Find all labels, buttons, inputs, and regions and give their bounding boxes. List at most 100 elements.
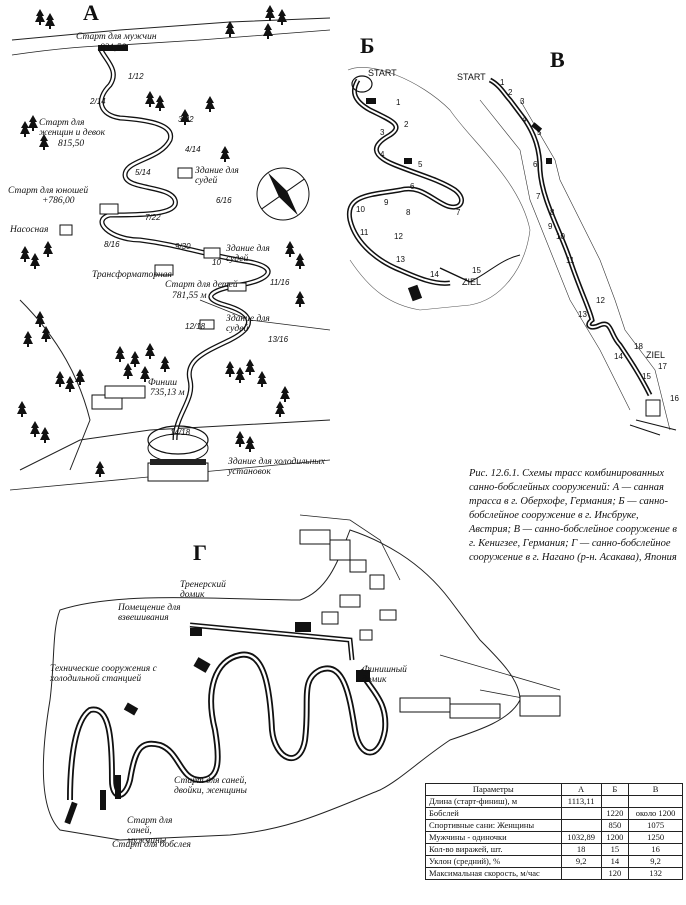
table-cell — [628, 795, 683, 808]
table-cell: 120 — [600, 867, 630, 880]
label-finish-house: Финишный домик — [362, 665, 407, 685]
table-cell: Уклон (средний), % — [425, 855, 562, 868]
curve-b-9: 9 — [384, 198, 389, 207]
curve-b-4: 4 — [380, 150, 385, 159]
panel-g-drawing — [42, 514, 561, 841]
table-cell: Кол-во виражей, шт. — [425, 843, 562, 856]
table-cell — [560, 867, 602, 880]
curve-v-16: 16 — [670, 394, 679, 403]
label-pump: Насосная — [10, 225, 49, 235]
table-row: Кол-во виражей, шт. 18 15 16 — [425, 843, 683, 856]
curve-v-2: 2 — [508, 88, 513, 97]
curve-a-8: 8/16 — [104, 240, 120, 249]
table-row: Бобслей 1220 около 1200 — [425, 807, 683, 820]
table-cell: Мужчины - одиночки — [425, 831, 562, 844]
curve-b-2: 2 — [404, 120, 409, 129]
label-tech-facilities: Технические сооружения с холодильной ста… — [50, 664, 157, 684]
curve-v-1: 1 — [500, 78, 505, 87]
parameters-table: Параметры А Б В Длина (старт-финиш), м 1… — [425, 783, 683, 880]
table-cell: 9,2 — [560, 855, 602, 868]
panel-b-drawing — [346, 67, 531, 311]
table-cell — [600, 795, 630, 808]
curve-a-9: 9/30 — [175, 242, 191, 251]
curve-a-14: 14/18 — [170, 428, 191, 437]
label-start-kids: Старт для детей — [165, 280, 238, 290]
curve-a-4: 4/14 — [185, 145, 201, 154]
curve-a-5: 5/14 — [135, 168, 151, 177]
curve-a-7: 7/22 — [145, 213, 161, 222]
label-start-bobsleigh: Старт для бобслея — [112, 840, 191, 850]
label-weigh-room: Помещение для взвешивания — [118, 603, 181, 623]
table-cell: 18 — [560, 843, 602, 856]
panel-v-start: START — [457, 72, 486, 82]
curve-v-6: 6 — [533, 160, 538, 169]
curve-v-3: 3 — [520, 97, 525, 106]
curve-v-13: 13 — [578, 310, 587, 319]
table-row: Спортивные сани: Женщины 850 1075 — [425, 819, 683, 832]
figure-caption: Рис. 12.6.1. Схемы трасс комбинированных… — [469, 468, 677, 563]
label-transformer: Трансформаторная — [92, 270, 172, 280]
table-cell: Бобслей — [425, 807, 562, 820]
label-start-sled-doubles-women: Старт для саней, двойки, женщины — [174, 776, 247, 796]
table-header-row: Параметры А Б В — [425, 783, 683, 796]
curve-v-11: 11 — [566, 256, 575, 265]
curve-b-12: 12 — [394, 232, 403, 241]
label-finish: Финиш — [148, 378, 178, 388]
curve-b-11: 11 — [360, 228, 369, 237]
label-start-women-elev: 815,50 — [58, 139, 85, 149]
curve-b-14: 14 — [430, 270, 439, 279]
curve-b-3: 3 — [380, 128, 385, 137]
curve-b-13: 13 — [396, 255, 405, 264]
table-cell: 850 — [600, 819, 630, 832]
curve-v-7: 7 — [536, 192, 541, 201]
curve-b-7: 7 — [456, 208, 461, 217]
table-cell: 1200 — [600, 831, 630, 844]
table-row: Уклон (средний), % 9,2 14 9,2 — [425, 855, 683, 868]
label-start-youth-elev: +786,00 — [42, 196, 75, 206]
curve-v-5: 5 — [537, 128, 542, 137]
curve-a-2: 2/14 — [90, 97, 106, 106]
table-cell — [560, 819, 602, 832]
label-start-youth: Старт для юношей — [8, 186, 89, 196]
panel-letter-a: А — [83, 0, 99, 25]
curve-v-15: 15 — [642, 372, 651, 381]
curve-a-11: 11/16 — [270, 278, 290, 287]
table-cell: 16 — [628, 843, 683, 856]
curve-v-9: 9 — [548, 222, 553, 231]
curve-a-10: 10 — [212, 258, 221, 267]
panel-b-start: START — [368, 68, 397, 78]
panel-v-ziel: ZIEL — [646, 350, 666, 360]
curve-v-10: 10 — [556, 232, 565, 241]
label-start-men: Старт для мужчин — [76, 32, 157, 42]
table-header: В — [628, 783, 683, 796]
table-cell: 132 — [628, 867, 683, 880]
label-start-kids-elev: 781,55 м — [172, 291, 207, 301]
panel-v-drawing — [479, 77, 677, 436]
curve-b-10: 10 — [356, 205, 365, 214]
table-cell: около 1200 — [628, 807, 683, 820]
table-cell: Длина (старт-финиш), м — [425, 795, 562, 808]
table-row: Длина (старт-финиш), м 1113,11 — [425, 795, 683, 808]
label-start-women: Старт для женщин и девок — [39, 118, 106, 138]
table-cell: 1032,89 — [560, 831, 602, 844]
curve-b-5: 5 — [418, 160, 423, 169]
curve-b-15: 15 — [472, 266, 481, 275]
curve-a-6: 6/16 — [216, 196, 232, 205]
curve-a-13: 13/16 — [268, 335, 289, 344]
label-judges-3: Здание для судей — [226, 314, 270, 334]
table-header: Б — [600, 783, 630, 796]
table-header: Параметры — [425, 783, 562, 796]
table-cell: 1220 — [600, 807, 630, 820]
curve-b-8: 8 — [406, 208, 411, 217]
table-header: А — [560, 783, 602, 796]
table-cell — [560, 807, 602, 820]
curve-v-4: 4 — [522, 115, 527, 124]
curve-v-12: 12 — [596, 296, 605, 305]
table-cell: Максимальная скорость, м/час — [425, 867, 562, 880]
table-row: Мужчины - одиночки 1032,89 1200 1250 — [425, 831, 683, 844]
curve-v-18: 18 — [634, 342, 643, 351]
curve-a-3: 3/22 — [178, 115, 194, 124]
table-cell: Спортивные сани: Женщины — [425, 819, 562, 832]
table-cell: 14 — [600, 855, 630, 868]
